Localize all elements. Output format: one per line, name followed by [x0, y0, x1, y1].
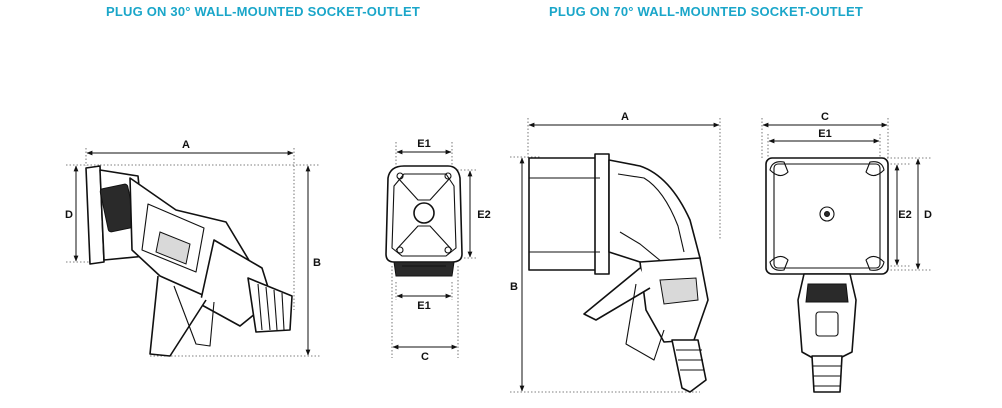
wall-flange-70: [594, 153, 610, 275]
front-base-30: [393, 261, 455, 277]
plug-gland-70: [671, 339, 707, 393]
label-c-30: C: [421, 351, 429, 363]
figure-70-front-view: [761, 118, 932, 393]
label-b-70: B: [510, 281, 518, 293]
label-e1-70: E1: [818, 128, 831, 140]
lid-70: [583, 267, 651, 321]
label-d-30: D: [65, 209, 73, 221]
figure-30-side-view: [66, 148, 320, 357]
label-d-70: D: [924, 209, 932, 221]
label-e1-bottom-30: E1: [417, 300, 430, 312]
label-e2-70: E2: [898, 209, 911, 221]
label-b-30: B: [313, 257, 321, 269]
label-a-70: A: [621, 111, 629, 123]
label-c-70: C: [821, 111, 829, 123]
centre-hole-70: [819, 206, 835, 222]
lid-30: [149, 275, 207, 357]
centre-hole-30: [413, 202, 435, 224]
socket-window-30: [141, 203, 205, 273]
plug-gland-front-70: [811, 355, 843, 393]
label-e2-30: E2: [477, 209, 490, 221]
plug-gland-30: [247, 277, 293, 333]
figure-30-front-view: [385, 142, 478, 358]
wall-box-70: [528, 157, 602, 271]
title-70-degree: PLUG ON 70° WALL-MOUNTED SOCKET-OUTLET: [549, 4, 863, 19]
label-e1-top-30: E1: [417, 138, 430, 150]
wall-plate-30: [85, 165, 105, 265]
figure-70-side-view: [510, 118, 721, 393]
label-a-30: A: [182, 139, 190, 151]
title-30-degree: PLUG ON 30° WALL-MOUNTED SOCKET-OUTLET: [106, 4, 420, 19]
